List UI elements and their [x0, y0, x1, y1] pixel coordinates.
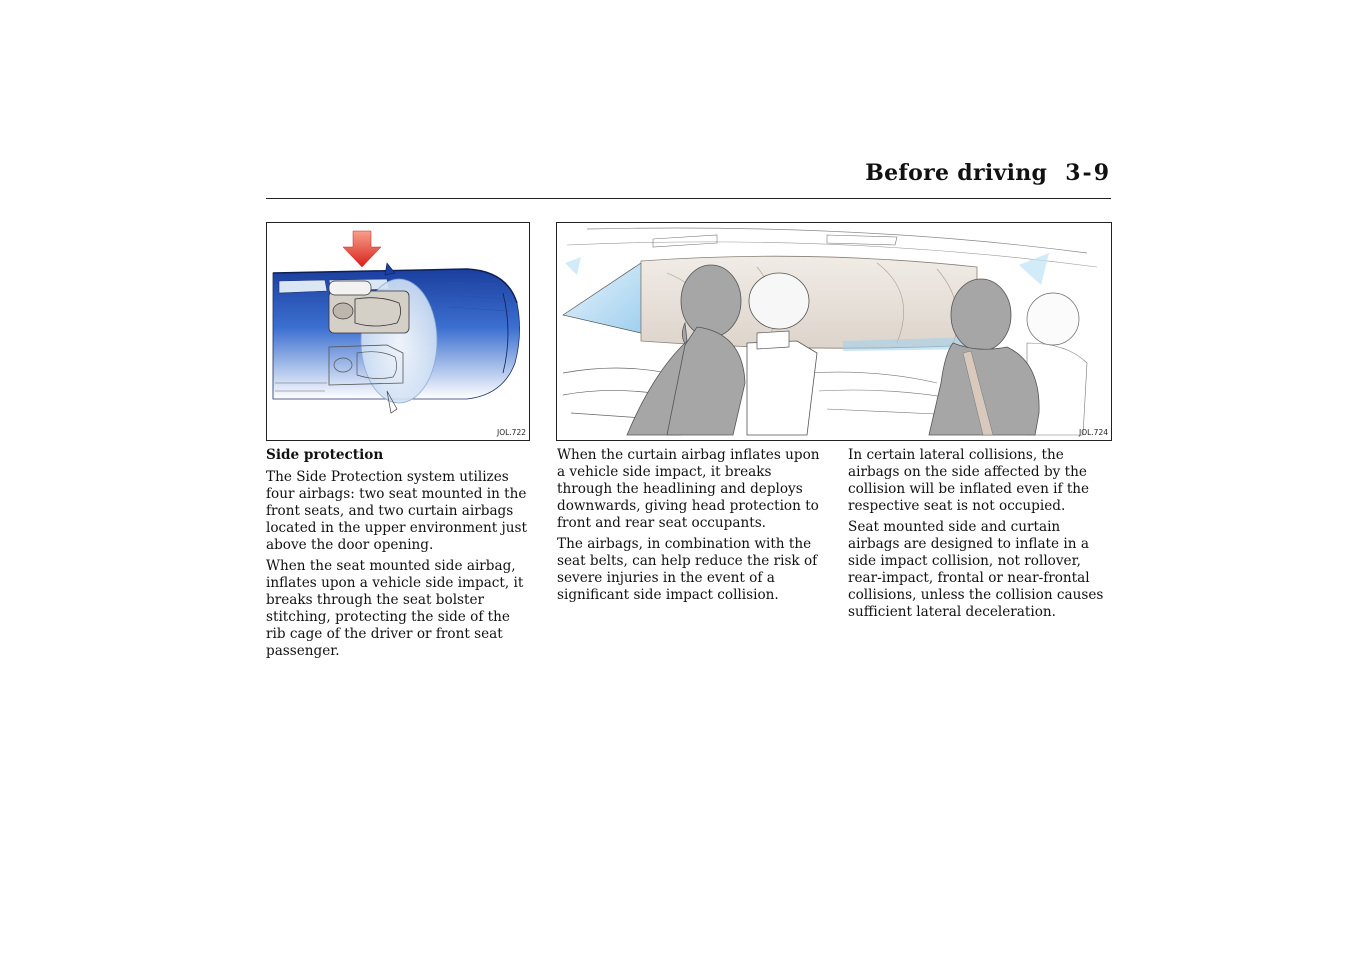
rear-occupant-silhouette [928, 278, 1040, 436]
impact-arrow-icon [342, 230, 382, 268]
curtain-airbag-illustration [562, 227, 1098, 436]
figure-code: JOL.722 [497, 428, 526, 437]
text-column-3: In certain lateral collisions, the airba… [848, 447, 1112, 625]
page-header: Before driving 3-9 [266, 158, 1111, 199]
paragraph: The Side Protection system utilizes four… [266, 468, 527, 553]
paragraph: Seat mounted side and curtain airbags ar… [848, 519, 1104, 620]
figure-curtain-airbag-interior: JOL.724 [556, 222, 1112, 441]
paragraph: In certain lateral collisions, the airba… [848, 447, 1090, 514]
figure-side-impact-top-view: JOL.722 [266, 222, 530, 441]
front-occupant-silhouette [626, 264, 746, 436]
page-number: 3-9 [1065, 160, 1111, 186]
car-top-view-illustration [272, 230, 520, 414]
paragraph: When the seat mounted side airbag, infla… [266, 558, 524, 659]
paragraph: The airbags, in combination with the sea… [557, 536, 818, 603]
text-column-1: Side protection The Side Protection syst… [266, 447, 528, 664]
page-title: Before driving 3-9 [865, 160, 1111, 186]
figure-code: JOL.724 [1079, 428, 1108, 437]
section-title: Before driving [865, 160, 1048, 186]
section-heading: Side protection [266, 447, 384, 463]
paragraph: When the curtain airbag inflates upon a … [557, 447, 820, 531]
text-column-2: When the curtain airbag inflates upon a … [557, 447, 825, 608]
